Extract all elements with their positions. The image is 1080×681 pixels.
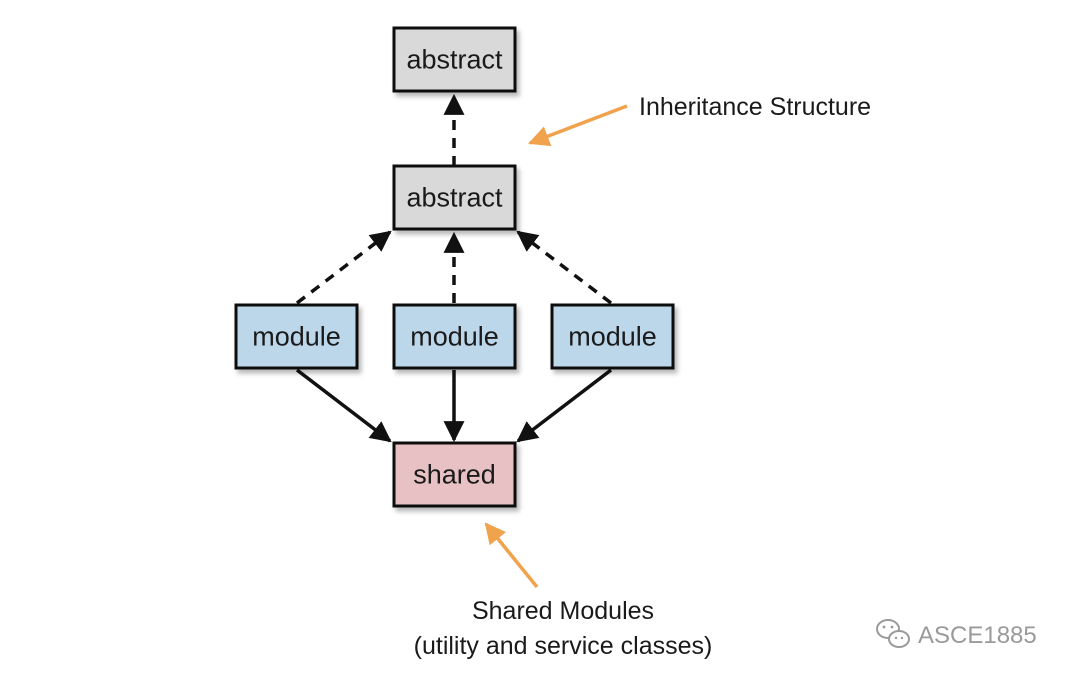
node-module-right: module — [550, 303, 675, 370]
node-module-left-label: module — [252, 322, 341, 352]
node-shared-label: shared — [413, 460, 496, 490]
edge-module-right-to-abstract — [516, 230, 613, 305]
wechat-icon — [876, 619, 910, 648]
watermark: ASCE1885 — [876, 619, 1037, 649]
callout-shared-line2: (utility and service classes) — [414, 632, 713, 660]
edge-module-right-to-shared — [516, 368, 613, 443]
callout-inheritance-label: Inheritance Structure — [639, 93, 871, 121]
callout-arrow-shared — [484, 522, 539, 589]
node-module-center-label: module — [410, 322, 499, 352]
watermark-label: ASCE1885 — [918, 622, 1037, 649]
node-abstract-mid-label: abstract — [406, 183, 503, 213]
node-module-right-label: module — [568, 322, 657, 352]
callout-shared-line1: Shared Modules — [472, 597, 654, 625]
callout-arrow-inheritance — [528, 104, 628, 147]
node-abstract-top-label: abstract — [406, 45, 503, 75]
node-abstract-mid: abstract — [392, 164, 517, 231]
node-module-center: module — [392, 303, 517, 370]
edge-module-left-to-abstract — [295, 230, 392, 305]
edge-module-left-to-shared — [295, 368, 392, 443]
node-shared: shared — [392, 441, 517, 508]
node-abstract-top: abstract — [392, 26, 517, 93]
node-module-left: module — [234, 303, 359, 370]
